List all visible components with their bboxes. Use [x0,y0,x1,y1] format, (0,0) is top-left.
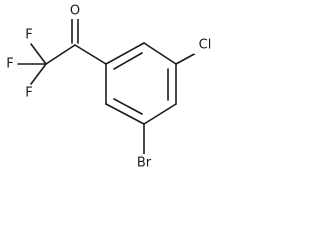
ring-bond-4 [143,103,177,125]
fluorine-left-atom-label: F [6,57,13,72]
fluorine-bottom-label-mask [22,85,36,101]
chemical-structure: O F F F Cl Br [3,3,218,172]
ring-inner-double-1 [113,52,143,70]
bonds [17,16,199,155]
ring-bond-2 [143,42,177,65]
bond-cf3-fluorine-top [30,43,47,65]
fluorine-top-atom-label: F [25,28,32,43]
fluorine-bottom-atom-label: F [25,86,32,101]
bromine-label-mask [132,154,156,172]
bond-carbonyl-carbon-ring [74,44,107,65]
oxygen-label-mask [68,3,82,19]
oxygen-atom-label: O [70,4,80,19]
atom-labels: O F F F Cl Br [3,3,218,172]
bromine-atom-label: Br [137,156,152,171]
ring-bond-5 [105,103,145,125]
bond-cf3-fluorine-bottom [30,63,47,85]
chlorine-label-mask [194,37,218,54]
ring-bond-1 [105,42,145,65]
fluorine-left-label-mask [3,56,17,72]
bond-carbonyl-cf3 [45,44,76,65]
ring-inner-double-3 [113,98,143,115]
chlorine-atom-label: Cl [199,38,212,53]
fluorine-top-label-mask [22,27,36,43]
